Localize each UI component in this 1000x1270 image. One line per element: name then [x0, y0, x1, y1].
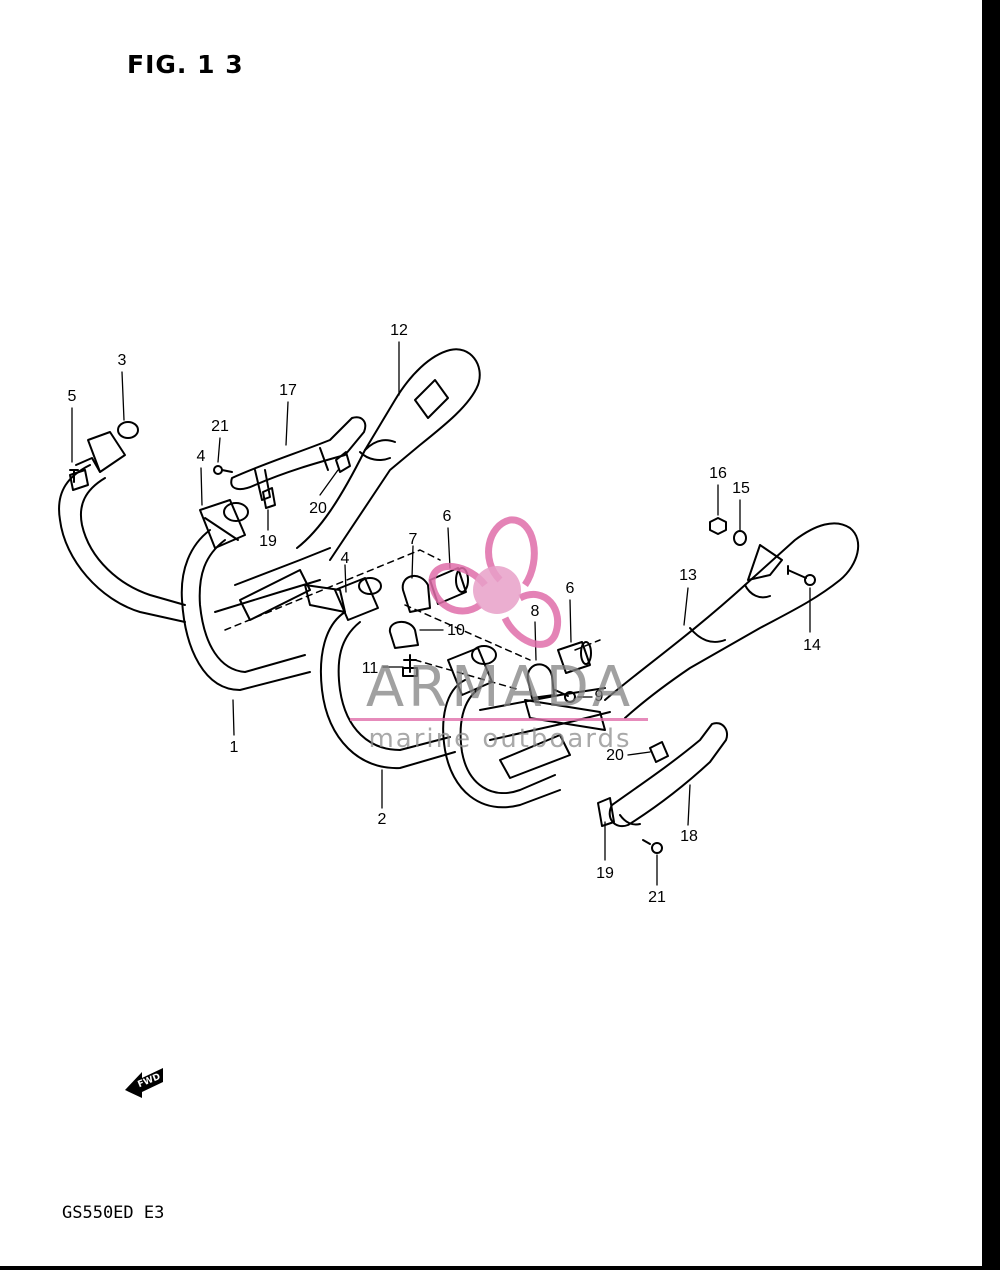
callout-4-center: 4 [341, 550, 350, 567]
callout-15: 15 [732, 480, 750, 497]
callout-13: 13 [679, 567, 697, 584]
callout-6-upper: 6 [443, 508, 452, 525]
muffler-left [296, 348, 481, 561]
bolt-14 [787, 565, 816, 586]
frame-border-bottom [0, 1266, 1000, 1270]
exhaust-pipe-2 [319, 611, 611, 809]
bolt-9 [554, 689, 576, 703]
watermark-propeller-hub [473, 566, 521, 614]
callout-12: 12 [390, 322, 408, 339]
watermark-propeller-icon [428, 516, 562, 648]
clamp-7 [401, 575, 431, 613]
callout-3: 3 [118, 352, 127, 369]
model-code: GS550ED E3 [62, 1203, 165, 1223]
callout-8: 8 [531, 603, 540, 620]
callout-5: 5 [68, 388, 77, 405]
frame-border-right [982, 0, 1000, 1270]
bracket-20-lower [649, 741, 669, 763]
flange-left-4 [199, 499, 249, 549]
bolt-11 [402, 654, 418, 677]
bolt-21-lower [642, 839, 663, 854]
heat-shield-lower [608, 722, 728, 828]
nut-16 [709, 517, 727, 535]
figure-title: FIG. 1 3 [127, 50, 244, 79]
flange-center-lower [447, 645, 497, 696]
bolt-5 [69, 469, 79, 483]
callout-21-upper: 21 [211, 418, 229, 435]
heat-shield-upper [230, 416, 367, 501]
callout-4-left: 4 [197, 448, 206, 465]
callout-6-lower: 6 [566, 580, 575, 597]
callout-20-lower: 20 [606, 747, 624, 764]
callout-11: 11 [362, 660, 379, 677]
gasket-10 [388, 621, 419, 649]
flange-upper-left [69, 421, 139, 491]
watermark-brand-name: ARMADA [365, 655, 635, 720]
bracket-19-lower [597, 797, 615, 827]
alignment-lines [224, 549, 601, 691]
callout-19-lower: 19 [596, 865, 614, 882]
watermark-tagline: marine outboards [368, 724, 632, 754]
callout-9: 9 [595, 688, 604, 705]
clamp-8 [526, 663, 555, 699]
callout-17: 17 [279, 382, 297, 399]
callout-21-lower: 21 [648, 889, 666, 906]
callout-20-upper: 20 [309, 500, 327, 517]
callout-labels: 12 3 17 5 21 4 20 19 16 15 6 7 4 13 6 14… [68, 322, 821, 906]
watermark-underline [350, 718, 648, 721]
bracket-20-upper [335, 451, 351, 473]
callout-1: 1 [230, 739, 239, 756]
callout-14: 14 [803, 637, 821, 654]
fwd-arrow-icon: FWD [125, 1068, 163, 1098]
callout-18: 18 [680, 828, 698, 845]
washer-15 [733, 530, 747, 546]
muffler-right [604, 522, 860, 719]
bracket-19-upper [262, 487, 276, 509]
callout-10: 10 [447, 622, 465, 639]
flange-center-4 [334, 577, 382, 621]
callout-7: 7 [409, 531, 418, 548]
callout-16: 16 [709, 465, 727, 482]
callout-19-upper: 19 [259, 533, 277, 550]
exhaust-pipe-1 [58, 464, 331, 691]
callout-2: 2 [378, 811, 387, 828]
gasket-6-lower [557, 641, 592, 674]
bolt-21-upper [213, 465, 233, 475]
